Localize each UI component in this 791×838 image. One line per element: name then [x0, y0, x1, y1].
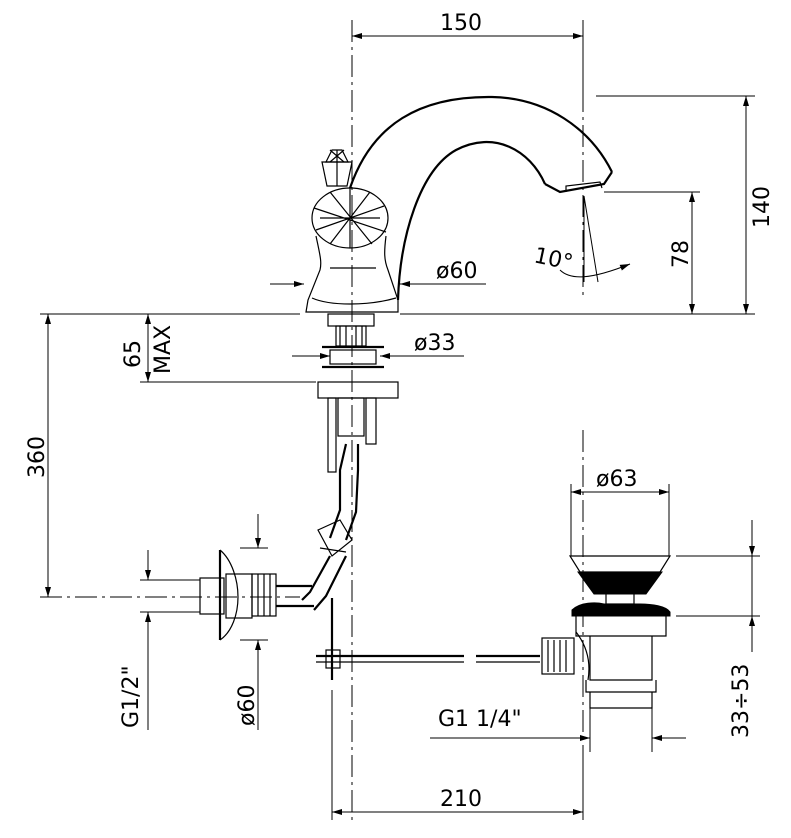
angle-10: 10° — [532, 195, 631, 283]
dim-33-53-label: 33÷53 — [729, 664, 754, 738]
dim-dia-33-label: ø33 — [414, 331, 455, 356]
dim-g1-2-label: G1/2" — [119, 665, 144, 728]
dim-78-label: 78 — [669, 240, 694, 268]
dim-dia-60-side: ø60 — [235, 514, 268, 730]
mounting-parts — [301, 313, 399, 611]
dim-150: 150 — [352, 11, 584, 90]
center-lines — [40, 20, 584, 820]
dim-dia-60-side-label: ø60 — [235, 685, 260, 726]
dim-150-label: 150 — [440, 11, 482, 36]
angle-10-label: 10° — [532, 243, 575, 276]
dim-360-label: 360 — [25, 436, 50, 478]
dim-65-label: 65 — [121, 340, 146, 368]
dim-dia-60-top: ø60 — [270, 259, 486, 287]
pop-up-rod — [316, 598, 540, 680]
dim-360: 360 — [25, 313, 140, 597]
dim-65-max: 65 MAX — [121, 313, 316, 383]
dim-33-53: 33÷53 — [676, 520, 760, 738]
dim-dia-33: ø33 — [292, 331, 464, 359]
dim-dia-63-label: ø63 — [596, 467, 637, 492]
waste-assembly — [541, 555, 672, 709]
dim-210: 210 — [331, 690, 584, 820]
mixer-body — [305, 95, 613, 313]
dim-140-label: 140 — [750, 186, 775, 228]
dim-g1-2: G1/2" — [119, 550, 200, 730]
dim-g1-14: G1 1/4" — [430, 707, 686, 752]
dim-78: 78 — [604, 191, 700, 314]
side-valve — [199, 549, 314, 641]
dim-g1-14-label: G1 1/4" — [438, 707, 522, 732]
dim-210-label: 210 — [440, 787, 482, 812]
dim-dia-60-top-label: ø60 — [436, 259, 477, 284]
dim-max-label: MAX — [151, 325, 176, 374]
dim-140: 140 — [400, 95, 775, 315]
dim-dia-63: ø63 — [570, 467, 670, 556]
